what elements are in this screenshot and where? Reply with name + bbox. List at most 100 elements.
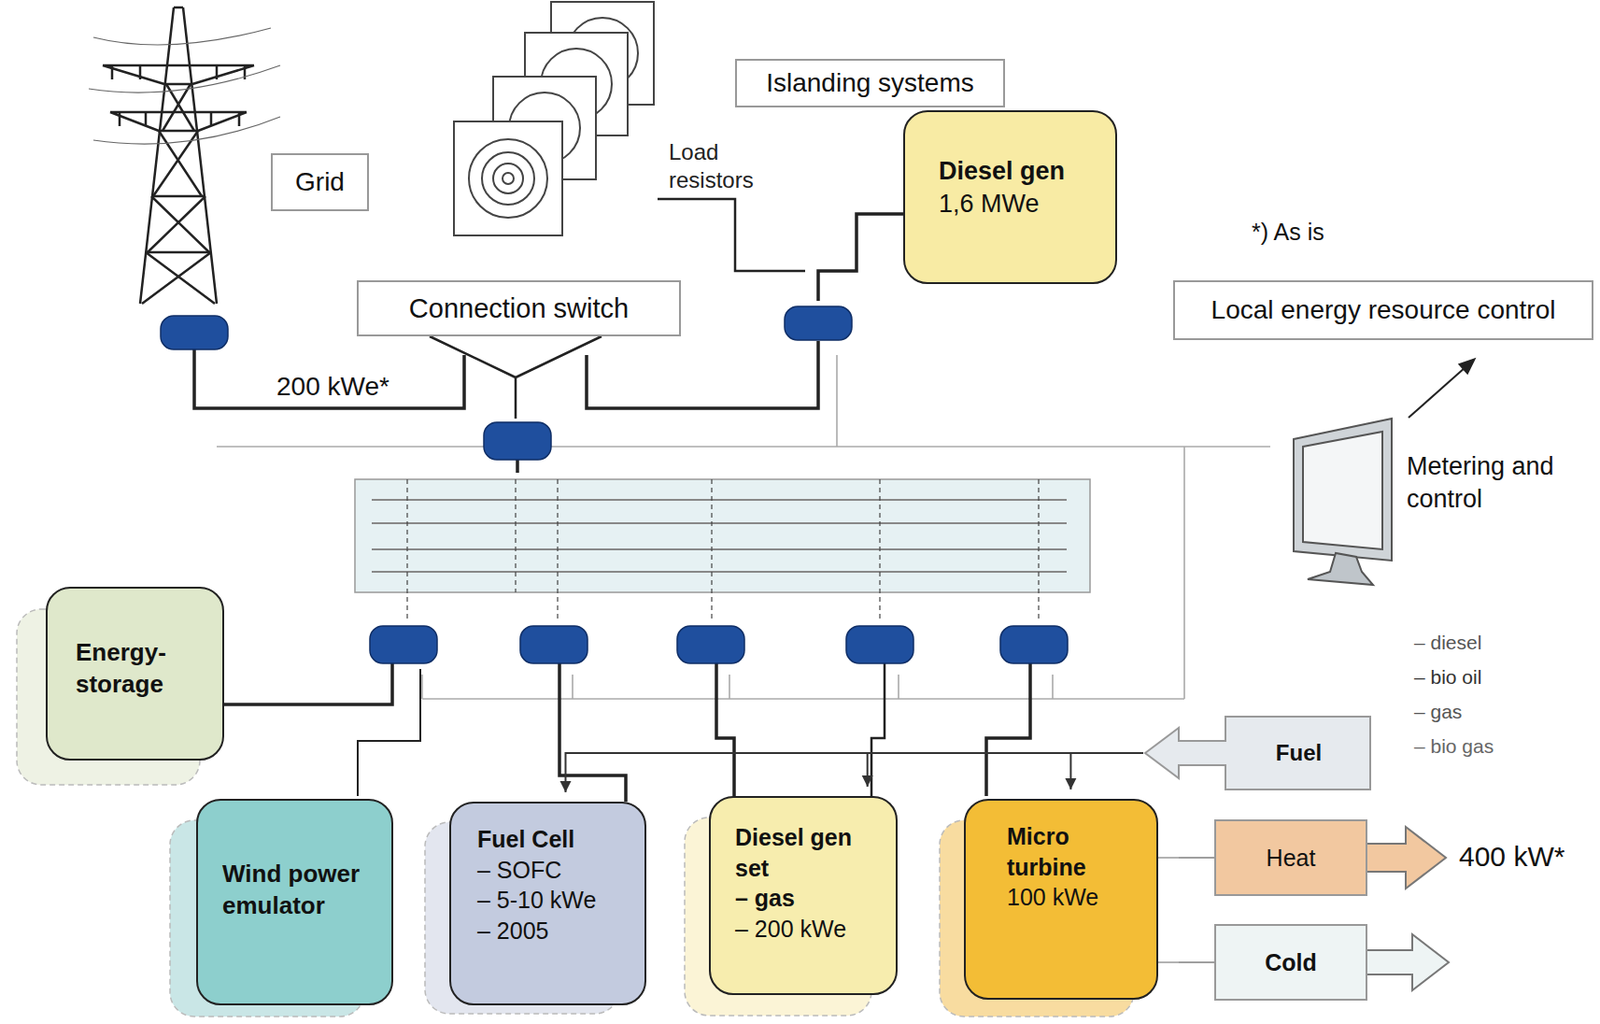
fuel-type: – gas [1414, 700, 1462, 723]
connector [1158, 857, 1215, 859]
text-group: Local energy resource control [1211, 295, 1557, 326]
connector [1064, 752, 1144, 790]
fuel-type: – diesel [1414, 631, 1482, 654]
drawing-stroke [871, 663, 885, 796]
fuel-box: Fuel [1143, 714, 1373, 792]
circuit-breaker [160, 306, 1068, 664]
drawing-stroke [354, 479, 1091, 593]
drawing-stroke [716, 663, 735, 796]
drawing-stroke [520, 625, 588, 664]
drawing-stroke [369, 625, 438, 664]
connector-line [867, 752, 1144, 787]
drawing-stroke [468, 139, 548, 218]
label-box: Connection switch [356, 280, 681, 337]
rating-label: 200 kWe* [276, 371, 390, 402]
unit-box: Micro turbine100 kWe [963, 798, 1159, 1000]
node-text: Energy-storage [75, 637, 210, 701]
label-box: Grid [270, 153, 369, 212]
node-text: Diesel gen [938, 155, 1103, 188]
pylon [88, 7, 281, 304]
text-group: Connection switch [409, 293, 629, 325]
drawing-stroke [1293, 418, 1392, 561]
drawing-stroke [88, 28, 281, 144]
drawing-stroke [160, 315, 228, 350]
connector-line [1158, 856, 1215, 859]
arrow-head [559, 780, 571, 793]
node-text: Islanding systems [765, 68, 975, 99]
drawing-stroke [1302, 431, 1383, 550]
output-box: Cold [1214, 923, 1368, 1001]
label-text: Load resistors [668, 138, 772, 195]
node-text: Micro turbine [1006, 821, 1144, 882]
drawing-stroke [784, 306, 852, 340]
node-text: 100 kWe [1006, 881, 1144, 913]
node-text: Fuel [1275, 739, 1322, 766]
text-group: Islanding systems [765, 68, 975, 99]
drawing-stroke [493, 163, 524, 194]
drawing-stroke [559, 663, 626, 802]
text-group: Cold [1264, 948, 1317, 977]
node-text: Local energy resource control [1211, 295, 1557, 326]
storage-box: Energy-storage [45, 586, 225, 761]
rating-label: 400 kW* [1458, 840, 1565, 873]
drawing-stroke [357, 668, 421, 796]
node-text: Heat [1266, 844, 1317, 872]
fuel-type: – bio oil [1414, 665, 1482, 689]
drawing-stroke [657, 198, 806, 271]
arrow-head [862, 775, 874, 787]
drawing-stroke [407, 479, 1039, 623]
unit-box: Diesel gen set– gas– 200 kWe [708, 795, 898, 995]
drawing-stroke [818, 213, 904, 301]
drawing-stroke [1367, 934, 1449, 991]
fuel-arrow-outline [1145, 716, 1371, 790]
node-text: Connection switch [409, 293, 629, 325]
label-box: Local energy resource control [1173, 280, 1594, 340]
footnote: *) As is [1251, 218, 1325, 246]
node-text: Wind power emulator [222, 858, 379, 922]
node-text: – 200 kWe [735, 913, 883, 945]
node-text: – 2005 [477, 915, 632, 947]
power-wire [194, 213, 1031, 802]
text-group: Grid [295, 167, 345, 198]
connector-line [565, 752, 1144, 793]
drawing-stroke [986, 663, 1031, 796]
unit-box: Wind power emulator [196, 798, 394, 1006]
node-text: Cold [1264, 948, 1317, 977]
label-box: Islanding systems [735, 58, 1006, 108]
drawing-stroke [140, 7, 217, 304]
drawing-stroke [194, 347, 465, 409]
drawing-stroke [586, 340, 819, 409]
drawing-stroke [1408, 359, 1474, 418]
bus-bar-panel [354, 479, 1091, 623]
drawing-stroke [453, 121, 563, 236]
drawing-stroke [112, 65, 245, 127]
connector [862, 752, 1144, 787]
drawing-stroke [216, 354, 1271, 699]
output-arrow [1367, 826, 1449, 991]
generator-box: Diesel gen1,6 MWe [903, 110, 1118, 284]
drawing-stroke [677, 625, 745, 664]
connector-line [1070, 752, 1144, 790]
drawing-stroke [1367, 826, 1446, 889]
drawing-stroke [371, 499, 1067, 572]
connector-line [1158, 961, 1215, 963]
node-text: – 5-10 kWe [477, 884, 632, 916]
drawing-stroke [846, 625, 914, 664]
connector [1158, 962, 1215, 963]
drawing-stroke [145, 84, 212, 253]
text-group: Heat [1266, 844, 1317, 872]
node-text: Grid [295, 167, 345, 198]
node-text: 1,6 MWe [938, 187, 1103, 221]
tie-line [1178, 857, 1215, 963]
drawing-stroke [141, 84, 215, 304]
drawing-stroke [481, 152, 535, 205]
drawing-stroke [515, 459, 520, 473]
drawing-stroke [429, 336, 602, 419]
unit-box: Fuel Cell– SOFC– 5-10 kWe– 2005 [449, 801, 647, 1006]
drawing-stroke [483, 422, 552, 460]
arrow-head [1064, 778, 1077, 790]
fuel-type: – bio gas [1414, 735, 1494, 758]
drawing-stroke [422, 674, 1053, 699]
node-text: Fuel Cell [477, 823, 632, 855]
fuel-arrow-shape [1143, 714, 1373, 792]
